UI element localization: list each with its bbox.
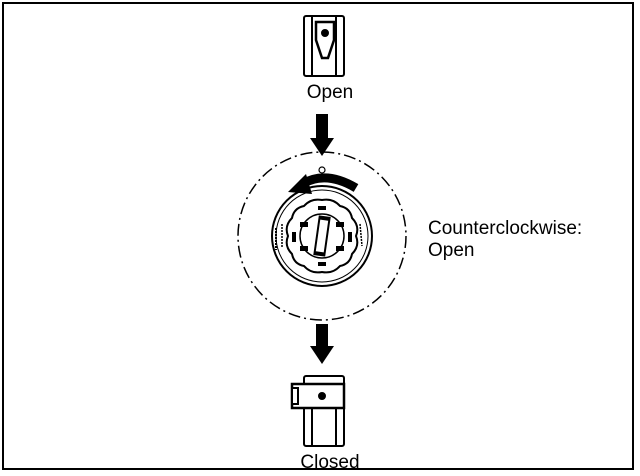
instruction-line-1: Counterclockwise: — [428, 218, 583, 239]
arrow-down-icon — [310, 114, 334, 156]
instruction-line-2: Open — [428, 240, 475, 261]
instruction-label: Counterclockwise: Open — [428, 218, 582, 262]
latch-closed-icon — [290, 375, 346, 447]
rotate-counterclockwise-icon — [288, 173, 359, 194]
latch-open-icon — [303, 15, 345, 77]
arrow-down-icon — [310, 324, 334, 364]
closed-label: Closed — [300, 452, 360, 473]
fuel-cap-knob-icon — [237, 151, 407, 321]
open-label: Open — [306, 82, 354, 103]
